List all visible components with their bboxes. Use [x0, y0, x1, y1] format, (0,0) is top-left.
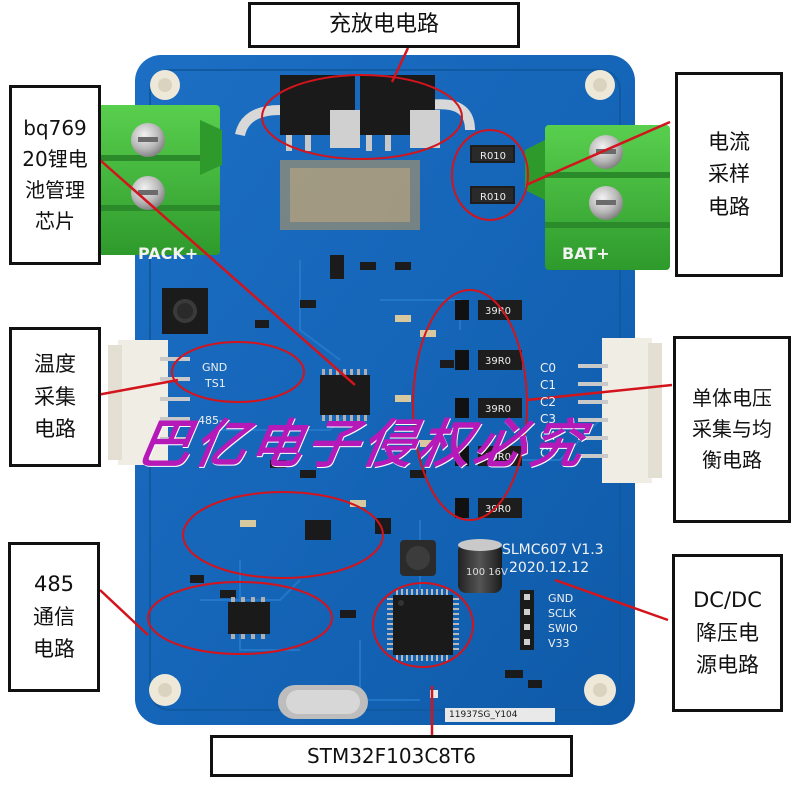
- electrolytic-capacitor: 100 16V: [458, 539, 508, 593]
- smd-components: [190, 255, 454, 618]
- board-version: SLMC607 V1.3: [502, 542, 604, 558]
- rs485-chip: [228, 597, 270, 639]
- watermark: 巴亿电子侵权必究: [133, 415, 592, 475]
- cell-label-c1: C1: [540, 378, 557, 392]
- callout-charge-discharge: 充放电电路: [248, 2, 520, 48]
- shunt-marking-2: R010: [480, 192, 506, 203]
- pack-label: PACK+: [138, 244, 199, 263]
- leader-lines: [96, 47, 673, 735]
- balance-resistor-label: 39R0: [485, 504, 511, 515]
- terminal-block-right: [525, 125, 670, 270]
- callout-rs485: 485 通信 电路: [8, 542, 100, 692]
- debug-pin-gnd: GND: [548, 592, 574, 605]
- balance-resistor-label: 39R0: [485, 404, 511, 415]
- shunt-resistors: R010 R010: [470, 145, 515, 204]
- balance-resistor-label: 39R0: [485, 452, 511, 463]
- shunt-marking-1: R010: [480, 151, 506, 162]
- board-code: 11937SG_Y104: [449, 710, 518, 720]
- rs485-pin-label: 485-: [198, 414, 223, 427]
- debug-pin-v33: V33: [548, 637, 570, 650]
- callout-bq76920: bq769 20锂电 池管理 芯片: [9, 85, 101, 265]
- board-date: 2020.12.12: [509, 560, 590, 576]
- crystal-oscillator: [278, 685, 368, 719]
- mosfets: [280, 75, 440, 151]
- connector-j1: [578, 338, 662, 483]
- cell-label-c0: C0: [540, 361, 557, 375]
- balance-resistor-label: 39R0: [485, 306, 511, 317]
- cell-label-c4: C4: [540, 429, 557, 443]
- cell-label-c5: C5: [540, 446, 557, 460]
- reset-button: [162, 288, 208, 334]
- mounting-holes: [149, 70, 616, 706]
- connector-j2: [108, 340, 190, 465]
- inductor: [400, 540, 436, 576]
- callout-temperature: 温度 采集 电路: [9, 327, 101, 467]
- balance-resistor-label: 39R0: [485, 356, 511, 367]
- callout-mcu: STM32F103C8T6: [210, 735, 573, 777]
- callout-cell-voltage: 单体电压 采集与均 衡电路: [673, 336, 791, 523]
- temp-pin-ts1: TS1: [205, 377, 226, 390]
- cell-label-c2: C2: [540, 395, 557, 409]
- bat-label: BAT+: [562, 244, 610, 263]
- temp-pin-gnd: GND: [202, 361, 228, 374]
- callout-current-sampling: 电流 采样 电路: [675, 72, 783, 277]
- pcb-board: [135, 55, 635, 725]
- debug-pin-sclk: SCLK: [548, 607, 577, 620]
- capacitor-marking: 100 16V: [466, 567, 508, 578]
- callout-dcdc: DC/DC 降压电 源电路: [672, 554, 783, 712]
- cell-label-c3: C3: [540, 412, 557, 426]
- annotation-ellipses: [147, 74, 529, 668]
- copper-pad-left: [280, 160, 420, 230]
- terminal-block-left: [95, 105, 222, 255]
- stm32-chip: [387, 589, 459, 661]
- debug-pin-swio: SWIO: [548, 622, 578, 635]
- debug-header: [520, 590, 534, 650]
- bq76920-chip: [320, 369, 370, 421]
- dcdc-chip: [305, 520, 331, 540]
- balance-resistors: 39R0 39R0 39R0 39R0 39R0: [455, 300, 522, 518]
